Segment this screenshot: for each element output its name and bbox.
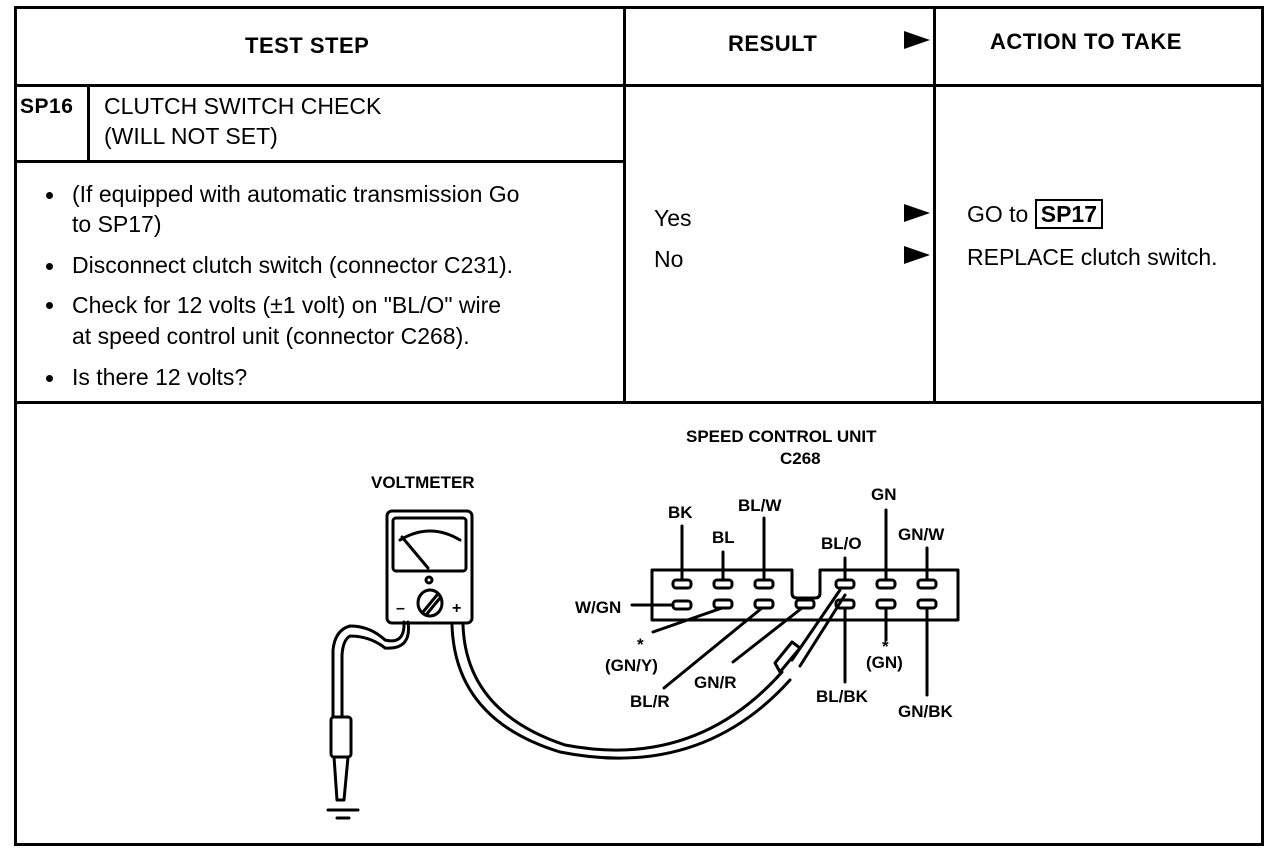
wire-label-bl-r: BL/R xyxy=(630,692,670,711)
col-divider-1 xyxy=(623,6,626,404)
step-title-line2: (WILL NOT SET) xyxy=(104,123,278,149)
asterisk-gn-y: * xyxy=(637,635,644,654)
wire-label-bl-w: BL/W xyxy=(738,496,782,515)
header-action: ACTION TO TAKE xyxy=(990,29,1182,54)
col-divider-2 xyxy=(933,6,936,404)
bullet-icon xyxy=(46,375,53,382)
procedure-table xyxy=(14,6,1264,846)
result-yes-arrow-icon xyxy=(904,204,930,222)
unit-connector: C268 xyxy=(780,449,821,468)
meter-neg-label: – xyxy=(396,600,405,617)
result-no: No xyxy=(654,246,684,272)
ground-lead xyxy=(326,620,411,820)
wire-label-w-gn: W/GN xyxy=(575,598,621,617)
unit-title: SPEED CONTROL UNIT xyxy=(686,427,877,446)
meter-pos-label: + xyxy=(452,600,461,617)
header-arrow-icon xyxy=(904,31,930,49)
probe-lead xyxy=(450,588,847,760)
action-yes-prefix: GO to xyxy=(967,201,1029,227)
action-yes: GO to SP17 xyxy=(967,199,1104,229)
step-id: SP16 xyxy=(20,95,74,118)
instruction-3-line1: Check for 12 volts (±1 volt) on "BL/O" w… xyxy=(72,292,502,318)
wire-label-gn-paren: (GN) xyxy=(866,653,903,672)
connector-c268-outline xyxy=(650,568,960,622)
instruction-3-line2: at speed control unit (connector C268). xyxy=(72,323,470,349)
instruction-1-line1: (If equipped with automatic transmission… xyxy=(72,181,520,207)
wire-label-bl-o: BL/O xyxy=(821,534,862,553)
action-no: REPLACE clutch switch. xyxy=(967,244,1218,270)
step-id-divider xyxy=(87,84,90,162)
voltmeter-icon xyxy=(385,509,474,625)
connector-top-pins xyxy=(671,578,938,590)
bullet-icon xyxy=(46,192,53,199)
action-yes-ref-sp17[interactable]: SP17 xyxy=(1034,199,1104,229)
wire-label-bk: BK xyxy=(668,503,693,522)
instruction-4: Is there 12 volts? xyxy=(72,364,248,390)
header-divider xyxy=(14,84,1264,87)
table-diagram-divider xyxy=(14,401,1264,404)
result-yes: Yes xyxy=(654,205,692,231)
wire-label-gn: GN xyxy=(871,485,897,504)
header-result: RESULT xyxy=(728,31,818,56)
instruction-2: Disconnect clutch switch (connector C231… xyxy=(72,252,514,278)
wire-label-bl-bk: BL/BK xyxy=(816,687,869,706)
asterisk-gn: * xyxy=(882,637,889,656)
bullet-icon xyxy=(46,263,53,270)
voltmeter-label: VOLTMETER xyxy=(371,473,475,492)
wire-label-gn-y: (GN/Y) xyxy=(605,656,658,675)
connector-bottom-pins xyxy=(671,598,938,611)
instruction-1-line2: to SP17) xyxy=(72,211,162,237)
result-no-arrow-icon xyxy=(904,246,930,264)
wire-label-gn-bk: GN/BK xyxy=(898,702,954,721)
bullet-icon xyxy=(46,302,53,309)
wire-label-bl: BL xyxy=(712,528,735,547)
wire-label-gn-r: GN/R xyxy=(694,673,737,692)
wire-label-gn-w: GN/W xyxy=(898,525,945,544)
step-title-divider xyxy=(14,160,626,163)
step-title-line1: CLUTCH SWITCH CHECK xyxy=(104,93,382,119)
header-test-step: TEST STEP xyxy=(245,33,370,58)
